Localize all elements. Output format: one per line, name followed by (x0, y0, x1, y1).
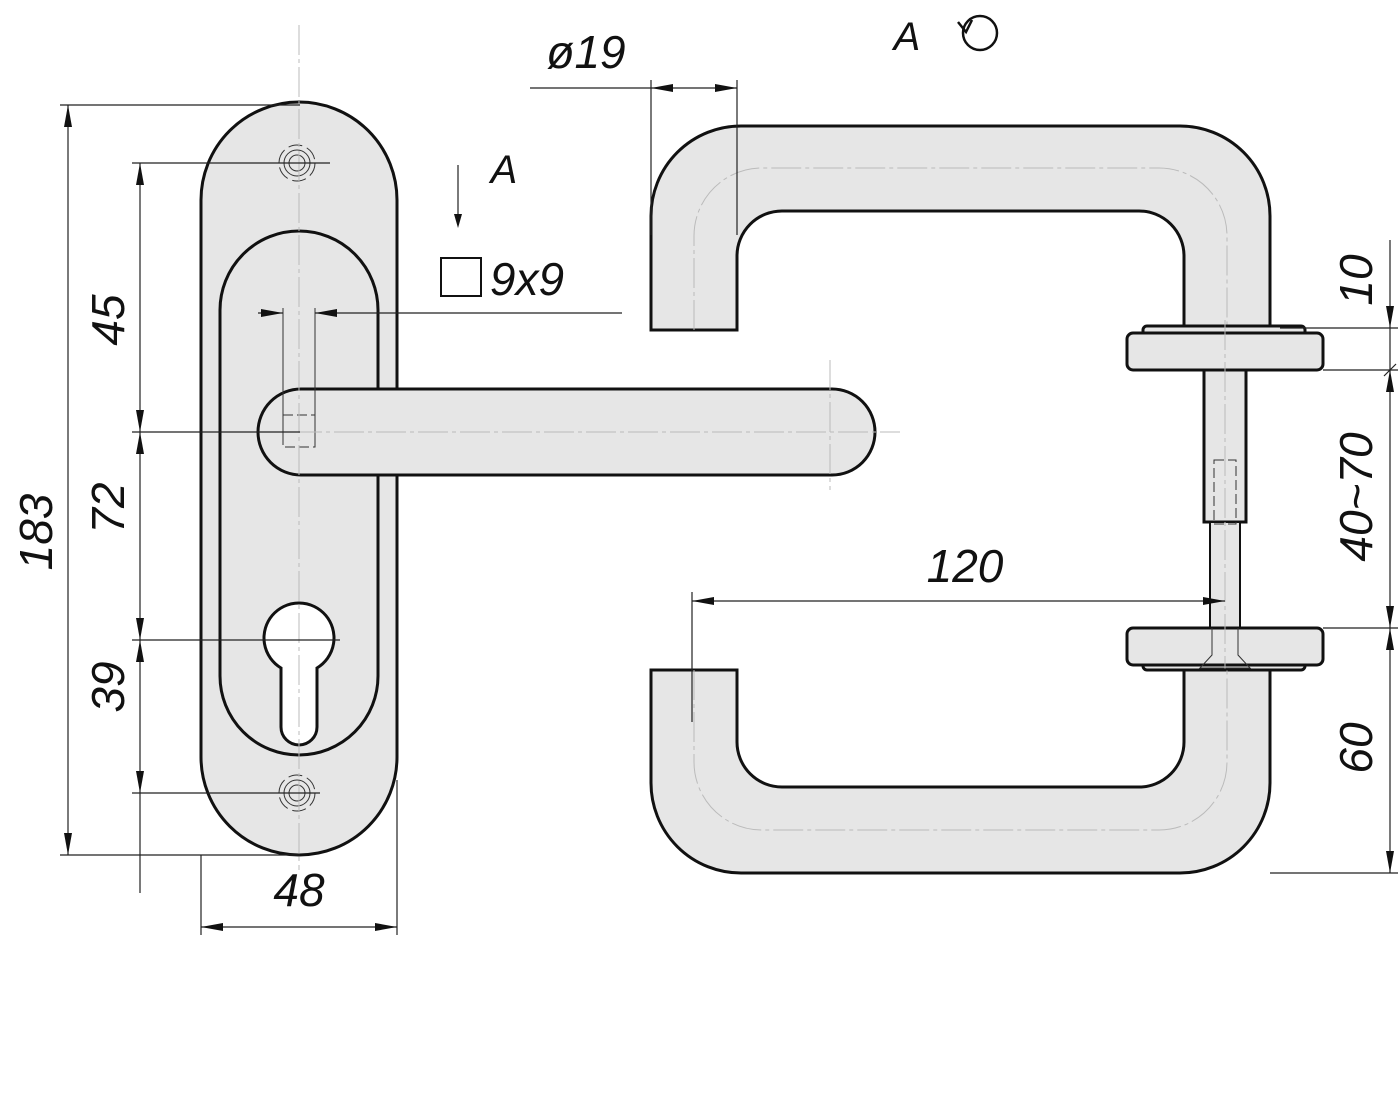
lower-u-handle (649, 668, 1272, 875)
square-symbol-icon (440, 257, 482, 297)
dim-120: 120 (927, 540, 1004, 592)
section-label-a: A (489, 148, 518, 192)
dim-45: 45 (82, 294, 134, 346)
dim-72: 72 (82, 482, 134, 533)
dim-diameter-19: ø19 (546, 26, 625, 78)
dim-10: 10 (1330, 254, 1382, 306)
view-label-a: A (892, 15, 921, 59)
dim-48: 48 (273, 864, 325, 916)
rotation-icon (957, 14, 999, 52)
arrowheads (64, 84, 1394, 931)
upper-u-handle (649, 124, 1272, 332)
dim-40-70: 40~70 (1330, 432, 1382, 562)
dim-60: 60 (1330, 722, 1382, 774)
dim-183: 183 (10, 493, 62, 570)
dim-9x9: 9x9 (490, 253, 564, 305)
dim-39: 39 (82, 661, 134, 712)
